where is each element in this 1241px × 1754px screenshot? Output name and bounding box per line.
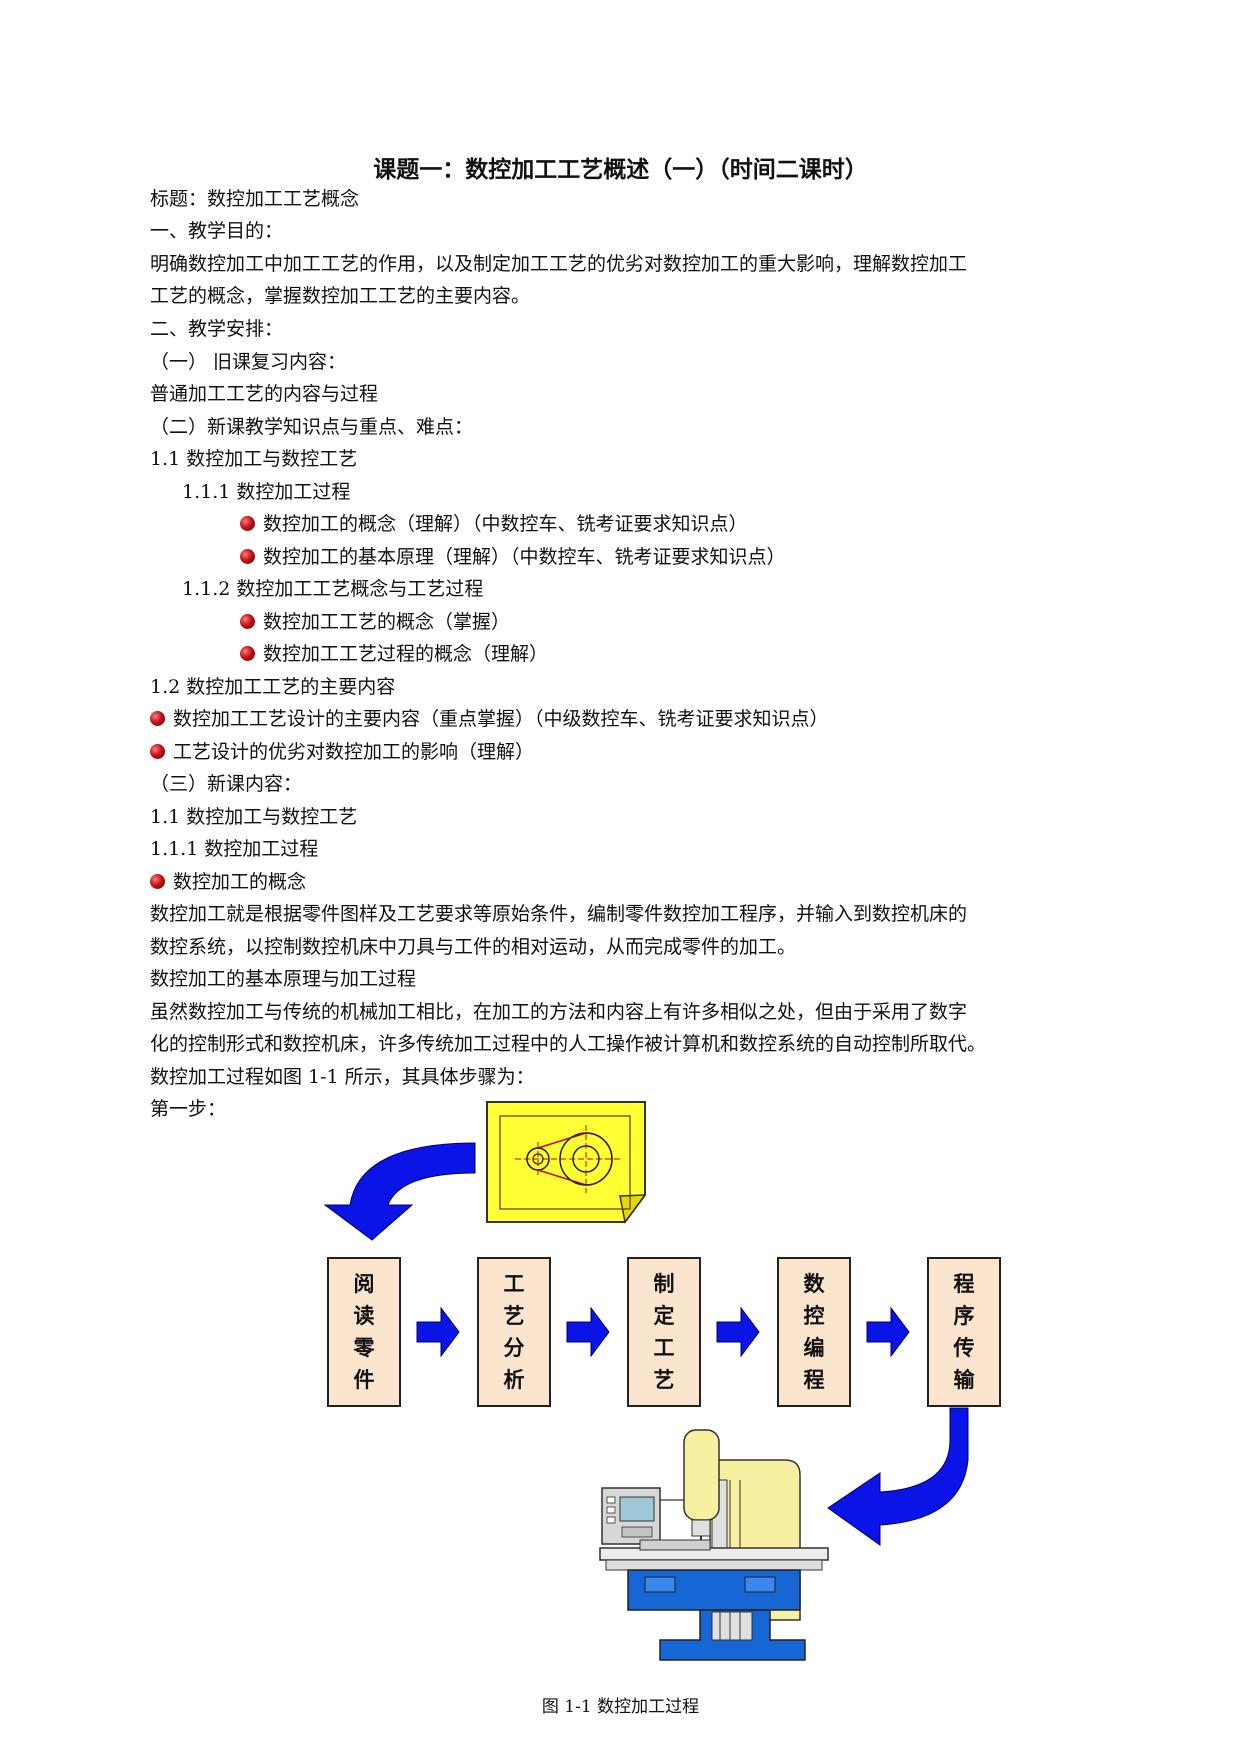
step-char: 艺 [503, 1304, 525, 1328]
step-char: 程 [803, 1368, 825, 1392]
text-line: 一、教学目的： [150, 220, 284, 242]
step-char: 析 [503, 1368, 525, 1392]
step-char: 编 [803, 1336, 825, 1360]
subsection-heading: 1.1.1 数控加工过程 [150, 838, 319, 860]
step-char: 控 [803, 1304, 825, 1328]
step-char: 分 [503, 1336, 525, 1360]
flow-arrow-icon [866, 1306, 910, 1358]
subsection-heading: 1.1.1 数控加工过程 [182, 481, 351, 503]
step-char: 程 [953, 1272, 975, 1296]
figure-caption: 图 1-1 数控加工过程 [541, 1697, 700, 1717]
text-line: 数控系统，以控制数控机床中刀具与工件的相对运动，从而完成零件的加工。 [150, 936, 797, 958]
step-box-nc-programming: 数 控 编 程 [777, 1257, 851, 1407]
bullet-text: 数控加工的概念 [173, 871, 307, 893]
text-line: 工艺的概念，掌握数控加工工艺的主要内容。 [150, 285, 531, 307]
flow-arrow-icon [566, 1306, 610, 1358]
text-line: 数控加工的基本原理与加工过程 [150, 968, 417, 990]
curved-arrow-icon [827, 1407, 969, 1546]
step-char: 制 [653, 1272, 675, 1296]
bullet-item: 数控加工工艺的概念（掌握） [240, 609, 510, 635]
bullet-item: 数控加工的基本原理（理解）（中数控车、铣考证要求知识点） [240, 544, 786, 570]
text-line: 化的控制形式和数控机床，许多传统加工过程中的人工操作被计算机和数控系统的自动控制… [150, 1033, 987, 1055]
text-line: 明确数控加工中加工工艺的作用，以及制定加工工艺的优劣对数控加工的重大影响，理解数… [150, 253, 968, 275]
curved-arrow-icon [323, 1142, 476, 1241]
bullet-item: 数控加工工艺过程的概念（理解） [240, 641, 548, 667]
step-char: 工 [653, 1336, 675, 1360]
step-char: 件 [353, 1368, 375, 1392]
text-line: 数控加工过程如图 1-1 所示，其具体步骤为： [150, 1066, 535, 1088]
step-char: 传 [953, 1336, 975, 1360]
text-line: 二、教学安排： [150, 318, 284, 340]
bullet-icon [150, 711, 165, 726]
flow-arrow-icon [416, 1306, 460, 1358]
bullet-item: 数控加工工艺设计的主要内容（重点掌握）（中级数控车、铣考证要求知识点） [150, 706, 829, 732]
flow-arrow-icon [716, 1306, 760, 1358]
step-box-read-part: 阅 读 零 件 [327, 1257, 401, 1407]
step-char: 阅 [353, 1272, 375, 1296]
bullet-text: 工艺设计的优劣对数控加工的影响（理解） [173, 741, 535, 763]
bullet-icon [240, 614, 255, 629]
step-char: 输 [953, 1368, 975, 1392]
cnc-machine-icon [599, 1429, 829, 1661]
text-line: 第一步： [150, 1098, 227, 1120]
bullet-text: 数控加工工艺的概念（掌握） [263, 611, 511, 633]
step-char: 定 [653, 1304, 675, 1328]
section-heading: 1.1 数控加工与数控工艺 [150, 806, 358, 828]
bullet-icon [240, 549, 255, 564]
text-line: （一） 旧课复习内容： [150, 351, 347, 373]
subsection-heading: 1.1.2 数控加工工艺概念与工艺过程 [182, 578, 484, 600]
bullet-item: 数控加工的概念 [150, 869, 306, 895]
bullet-icon [240, 516, 255, 531]
bullet-text: 数控加工工艺设计的主要内容（重点掌握）（中级数控车、铣考证要求知识点） [173, 708, 829, 730]
step-char: 序 [953, 1304, 975, 1328]
section-heading: 1.2 数控加工工艺的主要内容 [150, 676, 396, 698]
step-char: 零 [353, 1336, 375, 1360]
step-char: 工 [503, 1272, 525, 1296]
text-line: 标题：数控加工工艺概念 [150, 188, 360, 210]
bullet-text: 数控加工的基本原理（理解）（中数控车、铣考证要求知识点） [263, 546, 786, 568]
step-box-process-analysis: 工 艺 分 析 [477, 1257, 551, 1407]
step-char: 数 [803, 1272, 825, 1296]
part-drawing-icon [486, 1101, 647, 1224]
bullet-item: 工艺设计的优劣对数控加工的影响（理解） [150, 739, 534, 765]
bullet-icon [240, 646, 255, 661]
bullet-text: 数控加工工艺过程的概念（理解） [263, 643, 549, 665]
step-char: 读 [353, 1304, 375, 1328]
bullet-icon [150, 744, 165, 759]
text-line: （二）新课教学知识点与重点、难点： [150, 416, 474, 438]
section-heading: 1.1 数控加工与数控工艺 [150, 448, 358, 470]
step-char: 艺 [653, 1368, 675, 1392]
step-box-program-transfer: 程 序 传 输 [927, 1257, 1001, 1407]
text-line: （三）新课内容： [150, 773, 303, 795]
text-line: 虽然数控加工与传统的机械加工相比，在加工的方法和内容上有许多相似之处，但由于采用… [150, 1001, 968, 1023]
bullet-icon [150, 874, 165, 889]
text-line: 普通加工工艺的内容与过程 [150, 383, 379, 405]
bullet-item: 数控加工的概念（理解）（中数控车、铣考证要求知识点） [240, 511, 748, 537]
bullet-text: 数控加工的概念（理解）（中数控车、铣考证要求知识点） [263, 513, 748, 535]
page-title: 课题一：数控加工工艺概述（一）（时间二课时） [373, 157, 868, 183]
step-box-make-process: 制 定 工 艺 [627, 1257, 701, 1407]
text-line: 数控加工就是根据零件图样及工艺要求等原始条件，编制零件数控加工程序，并输入到数控… [150, 903, 968, 925]
